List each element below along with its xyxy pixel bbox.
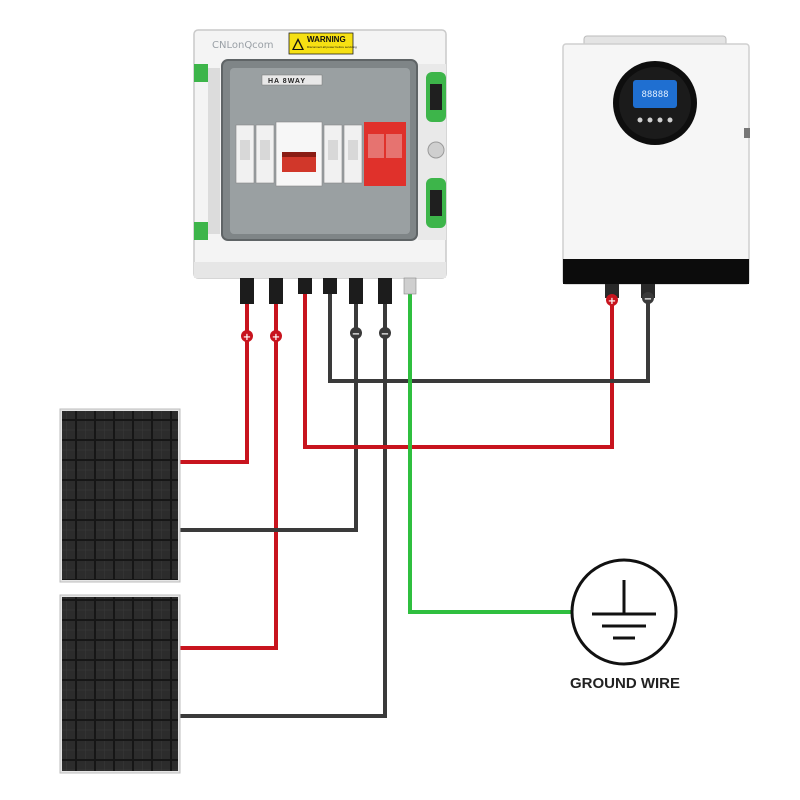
inverter-buttons [637,117,673,123]
pv-combiner-box: CNLonQcom WARNING Disconnect all power b… [193,29,447,343]
panel-1-negative-wire [180,300,358,532]
fuse-holders [235,124,363,184]
din-rail-label: HA 8WAY [268,78,306,85]
ground-wire [408,292,572,614]
inverter-lcd-readout: 88888 [641,90,668,100]
solar-panel-2-cells [62,597,178,771]
wires [180,290,650,718]
dc-breaker [275,121,323,187]
input-1-negative-marker: − [352,329,360,340]
panel-2-positive-wire [180,300,278,650]
warning-text: Disconnect all power before servicing [307,45,357,49]
hybrid-inverter: 88888 + − [562,35,750,307]
ground-wire-label: GROUND WIRE [570,675,680,692]
solar-panel-2 [59,594,181,774]
output-positive-wire [303,290,614,449]
ground-symbol [570,558,678,666]
combiner-brand-label: CNLonQcom [212,40,274,51]
warning-sticker: WARNING Disconnect all power before serv… [288,32,357,55]
inverter-negative-marker: − [644,294,652,305]
surge-arrester [364,122,406,186]
solar-panel-1-cells [62,411,178,580]
hinge-clip-top [194,64,208,82]
output-negative-wire [328,290,650,383]
panel-2-negative-wire [180,300,387,718]
hinge-clip-bottom [194,222,208,240]
input-2-negative-marker: − [381,329,389,340]
warning-title: WARNING [307,35,346,44]
inverter-positive-marker: + [608,296,616,307]
bottom-connectors [240,277,417,304]
panel-1-positive-wire [180,300,249,464]
solar-panel-1 [59,408,181,583]
inverter-bottom-band [563,259,749,284]
combiner-polarity-markers: + + − − [241,327,391,343]
inverter-lcd [633,80,677,108]
side-glands [418,64,446,240]
input-1-positive-marker: + [243,332,251,343]
input-2-positive-marker: + [272,332,280,343]
